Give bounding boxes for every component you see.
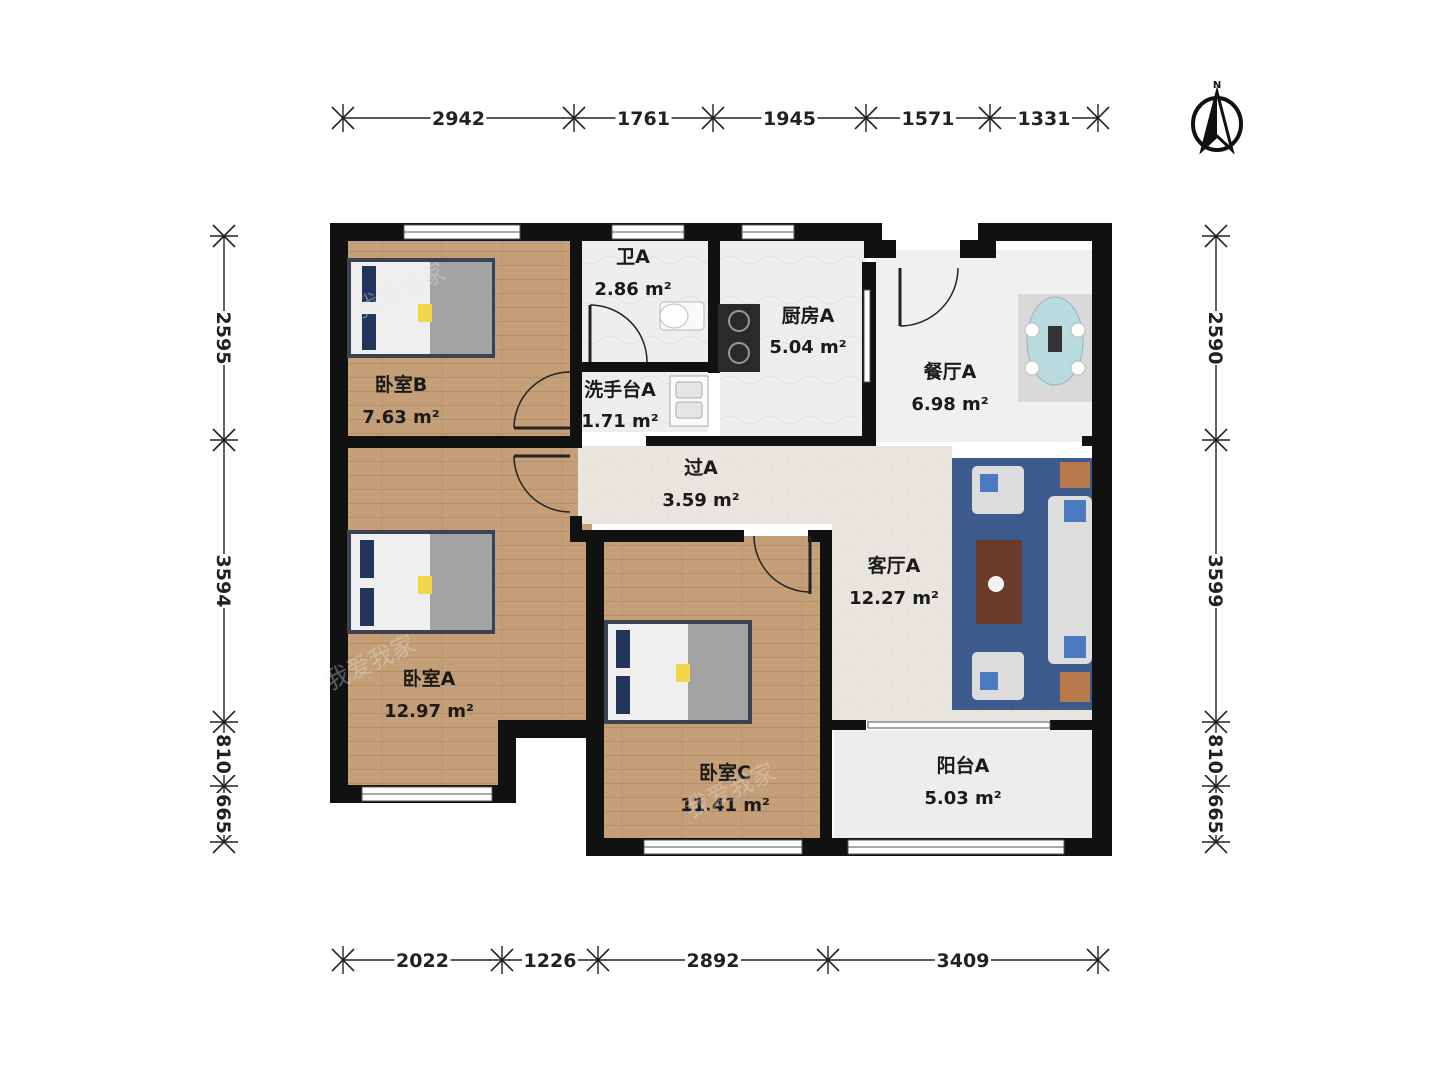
bathroom-name: 卫A [616,246,650,268]
door-entrance [898,267,959,327]
balcony-name: 阳台A [937,754,990,777]
dimension-label-bg [900,106,956,130]
doors [513,267,959,594]
dimension-label-bg [212,793,236,835]
dining-name: 餐厅A [924,360,977,383]
dimension-label-top: 2942 [432,108,485,130]
door-bedroom-b [513,371,571,430]
dimension-label-bg [212,733,236,775]
dimension-label-bottom: 2892 [687,950,740,972]
gas-stove [718,304,760,372]
room-labels: 卧室B 7.63 m² 卫A 2.86 m² 厨房A 5.04 m² 餐厅A 6… [362,246,1001,816]
dimension-tick [1086,948,1110,972]
door-bedroom-a [513,454,571,513]
dimension-tick [1204,224,1228,248]
hallway-area: 3.59 m² [662,490,739,511]
sliding-door-kitchen [863,289,871,383]
dimension-label-bottom: 1226 [524,950,577,972]
living-name: 客厅A [868,554,921,577]
dimension-label-bg [212,311,236,365]
dimension-label-bg [685,948,741,972]
door-bathroom [588,304,648,363]
dimension-tick [490,948,514,972]
bed-bedroom-a [347,530,495,634]
dimension-label-bg [522,948,578,972]
dimension-label-left: 2595 [212,312,234,365]
dining-area: 6.98 m² [911,394,988,415]
dimension-tick [1086,106,1110,130]
bedroom-a-name: 卧室A [403,667,456,690]
dimension-label-right: 3599 [1204,555,1226,608]
dimension-label-top: 1571 [902,108,955,130]
dimension-label-top: 1945 [763,108,816,130]
dimension-label-bottom: 2022 [396,950,449,972]
dimension-label-right: 810 [1204,734,1226,774]
dimension-label-bg [1204,733,1228,775]
dimension-tick [331,106,355,130]
washbasin-area: 1.71 m² [581,411,658,432]
compass-label: N [1213,80,1221,91]
furniture [347,258,1092,724]
dimension-tick [212,428,236,452]
dimension-tick [212,224,236,248]
dimension-tick [978,106,1002,130]
dimension-label-right: 2590 [1204,312,1226,365]
balcony-area: 5.03 m² [924,788,1001,809]
sliding-door-balcony [867,721,1051,729]
dimension-lines: 2942 1761 1945 1571 1331 2022 1226 2892 3409 2595… [210,104,1230,974]
hallway-name: 过A [684,457,718,479]
dimension-tick [586,948,610,972]
bedroom-b-area: 7.63 m² [362,407,439,428]
dimension-label-bg [1204,311,1228,365]
living-area: 12.27 m² [849,588,939,609]
dimension-label-left: 810 [212,734,234,774]
dimension-label-bg [1016,106,1072,130]
dimension-tick [562,106,586,130]
dimension-label-bg [935,948,991,972]
dimension-label-bg [394,948,451,972]
dimension-label-bg [1204,554,1228,608]
dimension-tick [816,948,840,972]
dimension-tick [854,106,878,130]
living-room-set [952,458,1092,710]
bedroom-a-area: 12.97 m² [384,701,474,722]
bedroom-c-area: 11.41 m² [680,795,770,816]
dimension-tick [1204,428,1228,452]
bed-bedroom-b [347,258,495,358]
dimension-label-bg [430,106,487,130]
dimension-label-bottom: 3409 [937,950,990,972]
bedroom-b-name: 卧室B [375,373,427,396]
north-compass-icon: N [1191,80,1243,155]
dimension-label-bg [1204,793,1228,835]
kitchen-name: 厨房A [782,304,835,327]
dimension-label-left: 665 [212,794,234,834]
bedroom-a-alcove-floor [346,720,498,786]
dimension-tick [212,710,236,734]
dining-table-set [1018,294,1092,402]
bedroom-c-name: 卧室C [699,761,751,784]
dimension-tick [701,106,725,130]
washbasin-sink [669,375,709,427]
hallway-floor [578,446,952,524]
washbasin-name: 洗手台A [584,378,656,401]
bed-bedroom-c [604,620,752,724]
toilet [659,301,705,331]
dimension-label-top: 1331 [1018,108,1071,130]
door-bedroom-c [753,535,812,594]
dimension-label-bg [212,554,236,608]
dimension-label-bg [615,106,672,130]
kitchen-area: 5.04 m² [769,337,846,358]
dimension-label-right: 665 [1204,794,1226,834]
dimension-label-top: 1761 [617,108,670,130]
dimension-tick [1204,710,1228,734]
windows [361,224,1065,855]
dimension-label-bg [761,106,818,130]
dimension-label-left: 3594 [212,555,234,608]
dimension-tick [331,948,355,972]
bathroom-area: 2.86 m² [594,279,671,300]
balcony-floor [834,730,1092,838]
